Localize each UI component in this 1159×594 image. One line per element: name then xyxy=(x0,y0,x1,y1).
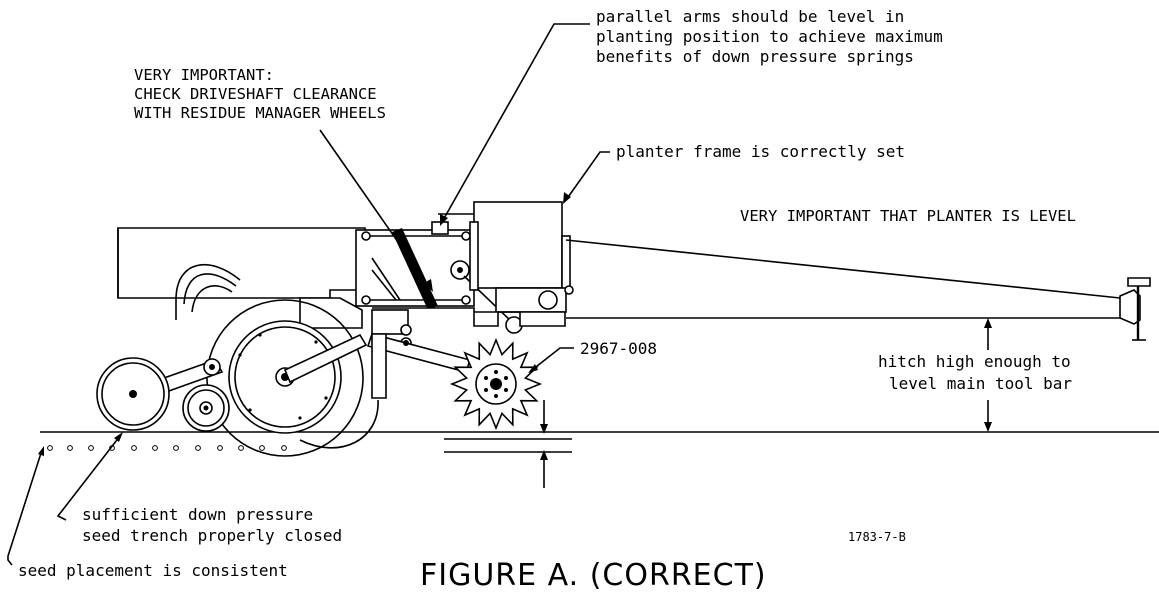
planter-frame-note: planter frame is correctly set xyxy=(616,142,905,161)
toolbar-hitch xyxy=(565,239,1151,341)
residue-manager-wheel xyxy=(449,337,543,431)
driveshaft-warning-line-1: VERY IMPORTANT: xyxy=(134,66,274,84)
parallel-arms-line-3: benefits of down pressure springs xyxy=(596,47,914,66)
driveshaft xyxy=(463,275,523,334)
seed-placement-note: seed placement is consistent xyxy=(18,561,288,580)
seed-hopper xyxy=(117,227,366,299)
drawing-number: 1783-7-B xyxy=(848,530,906,544)
press-wheel-left xyxy=(96,357,170,431)
parallel-arms-line-2: planting position to achieve maximum xyxy=(596,27,943,46)
driveshaft-warning-line-3: WITH RESIDUE MANAGER WHEELS xyxy=(134,104,386,122)
closing-wheel-large xyxy=(228,320,342,434)
leader-lines xyxy=(7,23,610,566)
part-number-label: 2967-008 xyxy=(580,339,657,358)
planter-level-note: VERY IMPORTANT THAT PLANTER IS LEVEL xyxy=(740,207,1076,225)
residue-manager-arm xyxy=(366,333,472,399)
driveshaft-warning: VERY IMPORTANT: CHECK DRIVESHAFT CLEARAN… xyxy=(134,66,386,122)
down-pressure-spring xyxy=(392,228,438,310)
seed-dots xyxy=(47,445,287,451)
down-pressure-note: sufficient down pressure seed trench pro… xyxy=(82,505,342,545)
driveshaft-warning-line-2: CHECK DRIVESHAFT CLEARANCE xyxy=(134,85,377,103)
down-pressure-line-2: seed trench properly closed xyxy=(82,526,342,545)
hitch-height-line-1: hitch high enough to xyxy=(878,352,1071,371)
parallel-arms-note: parallel arms should be level in plantin… xyxy=(596,7,943,66)
hitch-height-note: hitch high enough to level main tool bar xyxy=(878,352,1072,393)
hitch-height-line-2: level main tool bar xyxy=(889,374,1072,393)
row-unit-frame xyxy=(371,307,566,349)
depth-dimension xyxy=(540,400,548,488)
figure-title: FIGURE A. (CORRECT) xyxy=(420,558,767,593)
press-wheel-small xyxy=(182,384,230,432)
planter-frame xyxy=(431,201,574,313)
parallel-arms-line-1: parallel arms should be level in xyxy=(596,7,904,26)
hitch-height-dimension xyxy=(984,318,992,432)
down-pressure-line-1: sufficient down pressure xyxy=(82,505,313,524)
